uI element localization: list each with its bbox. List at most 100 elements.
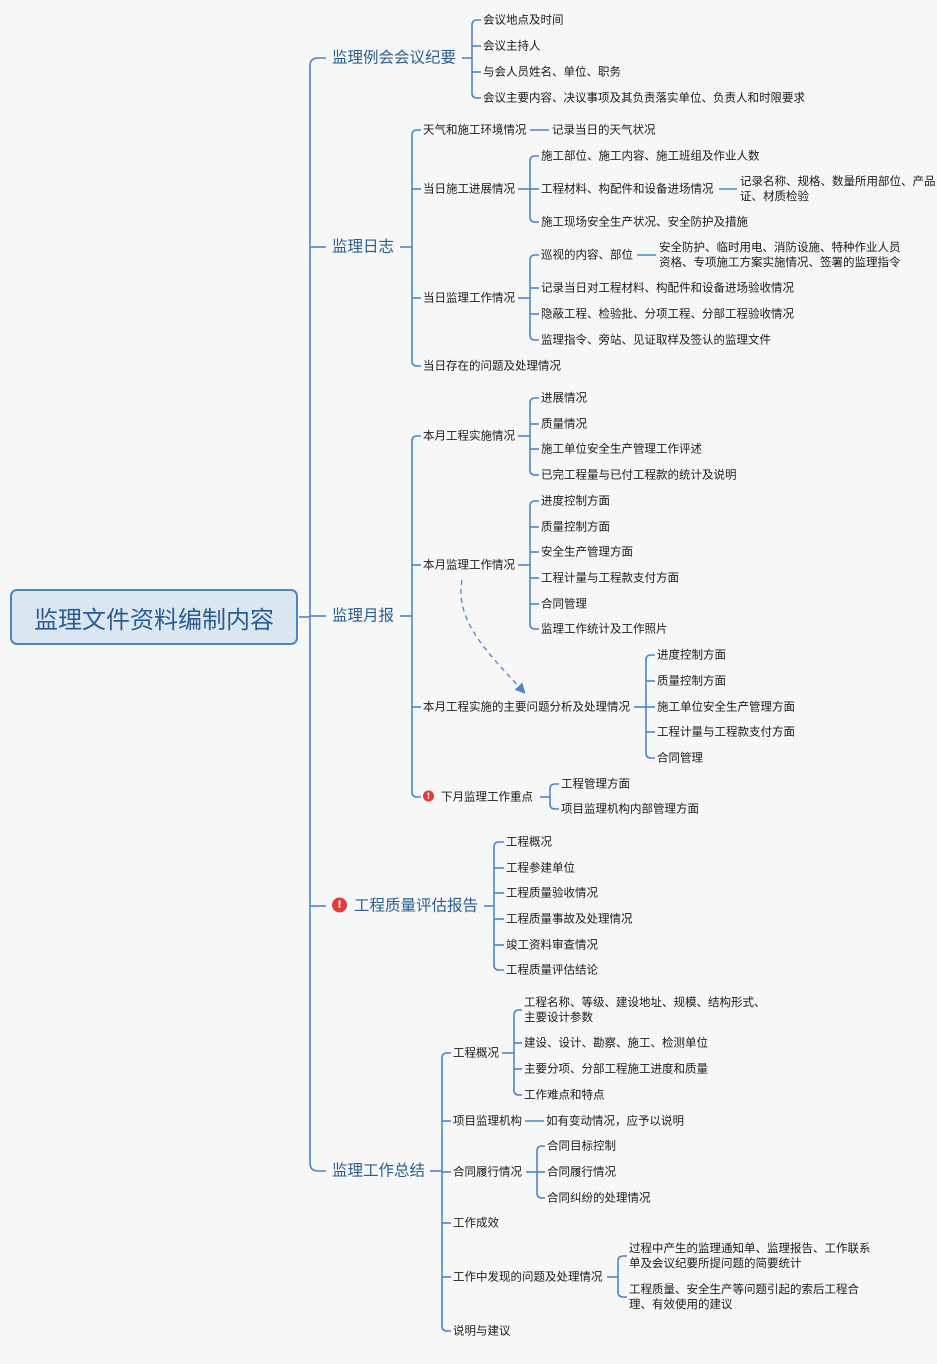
topic-item[interactable]: 工程名称、等级、建设地址、规模、结构形式、主要设计参数 [524, 995, 766, 1024]
topic-item[interactable]: 工程质量评估结论 [506, 962, 598, 977]
root-topic[interactable]: 监理文件资料编制内容 [10, 589, 298, 645]
topic-item[interactable]: 工作难点和特点 [524, 1087, 605, 1102]
topic-item[interactable]: 巡视的内容、部位 [541, 247, 633, 262]
topic-item[interactable]: 工程质量、安全生产等问题引起的索后工程合理、有效使用的建议 [629, 1282, 859, 1311]
topic-weather[interactable]: 天气和施工环境情况 [423, 122, 527, 137]
topic-item[interactable]: 工程计量与工程款支付方面 [541, 570, 679, 585]
topic-item[interactable]: 合同纠纷的处理情况 [547, 1190, 651, 1205]
topic-item[interactable]: 会议主要内容、决议事项及其负责落实单位、负责人和时限要求 [483, 90, 805, 105]
topic-item[interactable]: 项目监理机构内部管理方面 [561, 801, 699, 816]
branch-work-summary[interactable]: 监理工作总结 [332, 1161, 426, 1180]
topic-item[interactable]: 施工单位安全生产管理工作评述 [541, 441, 702, 456]
connector [471, 92, 481, 99]
topic-item[interactable]: 已完工程量与已付工程款的统计及说明 [541, 467, 737, 482]
topic-item[interactable]: 合同目标控制 [547, 1138, 616, 1153]
topic-item[interactable]: 记录当日的天气状况 [552, 122, 656, 137]
branch-quality-report[interactable]: ! 工程质量评估报告 [332, 897, 478, 916]
connector [645, 654, 655, 661]
topic-monthly-problems[interactable]: 本月工程实施的主要问题分析及处理情况 [423, 699, 630, 714]
connector [549, 783, 559, 790]
topic-daily-work[interactable]: 当日监理工作情况 [423, 290, 515, 305]
topic-item[interactable]: 工程概况 [506, 834, 552, 849]
connector [529, 254, 539, 261]
topic-monthly-impl[interactable]: 本月工程实施情况 [423, 428, 515, 443]
topic-item[interactable]: 工程参建单位 [506, 860, 575, 875]
connector [411, 435, 421, 442]
topic-item[interactable]: 安全生产管理方面 [541, 544, 633, 559]
branch-quality-report-label: 工程质量评估报告 [354, 896, 479, 915]
branch-meeting-minutes[interactable]: 监理例会会议纪要 [332, 48, 457, 67]
topic-item[interactable]: 如有变动情况，应予以说明 [546, 1113, 684, 1128]
connector [309, 57, 326, 67]
topic-item[interactable]: 建设、设计、勘察、施工、检测单位 [524, 1035, 708, 1050]
topic-item[interactable]: 记录当日对工程材料、构配件和设备进场验收情况 [541, 280, 794, 295]
topic-item[interactable]: 工程质量验收情况 [506, 885, 598, 900]
topic-next-month[interactable]: ! 下月监理工作重点 [423, 790, 533, 805]
topic-daily-issues[interactable]: 当日存在的问题及处理情况 [423, 358, 561, 373]
topic-item[interactable]: 质量控制方面 [541, 519, 610, 534]
topic-item[interactable]: 与会人员姓名、单位、职务 [483, 64, 621, 79]
connector [493, 841, 504, 848]
topic-overview[interactable]: 工程概况 [453, 1045, 499, 1060]
topic-item[interactable]: 合同管理 [657, 750, 703, 765]
topic-item[interactable]: 记录名称、规格、数量所用部位、产品证、材质检验 [740, 174, 936, 203]
topic-advice[interactable]: 说明与建议 [453, 1323, 511, 1338]
connector [549, 803, 559, 810]
topic-item[interactable]: 竣工资料审查情况 [506, 937, 598, 952]
topic-item[interactable]: 工程质量事故及处理情况 [506, 911, 633, 926]
topic-item[interactable]: 会议地点及时间 [483, 12, 564, 27]
branch-supervision-log[interactable]: 监理日志 [332, 237, 395, 256]
topic-item[interactable]: 施工现场安全生产状况、安全防护及措施 [541, 214, 748, 229]
topic-item[interactable]: 工程计量与工程款支付方面 [657, 724, 795, 739]
topic-item[interactable]: 合同履行情况 [547, 1164, 616, 1179]
connector [529, 155, 539, 162]
connector [411, 360, 421, 367]
topic-item[interactable]: 工程管理方面 [561, 776, 630, 791]
connector [441, 1325, 451, 1332]
connector [529, 216, 539, 223]
connector [513, 1089, 522, 1096]
connector [536, 1145, 545, 1152]
connector [529, 500, 539, 507]
connector [460, 579, 526, 694]
warning-marker-icon: ! [332, 897, 347, 913]
topic-item[interactable]: 隐蔽工程、检验批、分项工程、分部工程验收情况 [541, 306, 794, 321]
connector [617, 1255, 627, 1262]
connector [471, 19, 481, 26]
branch-monthly-report[interactable]: 监理月报 [332, 606, 395, 625]
topic-contract[interactable]: 合同履行情况 [453, 1164, 522, 1179]
topic-item[interactable]: 施工部位、施工内容、施工班组及作业人数 [541, 148, 760, 163]
topic-item[interactable]: 质量控制方面 [657, 673, 726, 688]
topic-results[interactable]: 工作成效 [453, 1215, 499, 1230]
topic-item[interactable]: 进度控制方面 [657, 647, 726, 662]
connector [529, 469, 539, 476]
warning-marker-icon: ! [423, 790, 434, 802]
connector [513, 1009, 522, 1016]
connector [617, 1291, 627, 1298]
topic-next-month-label: 下月监理工作重点 [441, 789, 533, 804]
topic-item[interactable]: 过程中产生的监理通知单、监理报告、工作联系单及会议纪要所提问题的简要统计 [629, 1241, 871, 1270]
topic-item[interactable]: 会议主持人 [483, 38, 541, 53]
connector [529, 334, 539, 341]
topic-item[interactable]: 施工单位安全生产管理方面 [657, 699, 795, 714]
connector [529, 623, 539, 630]
topic-item[interactable]: 进展情况 [541, 390, 587, 405]
connector [441, 1052, 451, 1059]
topic-item[interactable]: 进度控制方面 [541, 493, 610, 508]
topic-item[interactable]: 监理工作统计及工作照片 [541, 621, 668, 636]
connector [529, 397, 539, 404]
topic-item[interactable]: 监理指令、旁站、见证取样及签认的监理文件 [541, 332, 771, 347]
connector [411, 791, 421, 798]
topic-monthly-work[interactable]: 本月监理工作情况 [423, 557, 515, 572]
topic-found[interactable]: 工作中发现的问题及处理情况 [453, 1269, 603, 1284]
topic-item[interactable]: 质量情况 [541, 416, 587, 431]
topic-org[interactable]: 项目监理机构 [453, 1113, 522, 1128]
topic-item[interactable]: 工程材料、构配件和设备进场情况 [541, 181, 714, 196]
topic-item[interactable]: 合同管理 [541, 596, 587, 611]
connector [493, 964, 504, 971]
topic-daily-progress[interactable]: 当日施工进展情况 [423, 181, 515, 196]
connector [536, 1192, 545, 1199]
topic-item[interactable]: 安全防护、临时用电、消防设施、特种作业人员资格、专项施工方案实施情况、签署的监理… [659, 240, 901, 269]
topic-item[interactable]: 主要分项、分部工程施工进度和质量 [524, 1061, 708, 1076]
